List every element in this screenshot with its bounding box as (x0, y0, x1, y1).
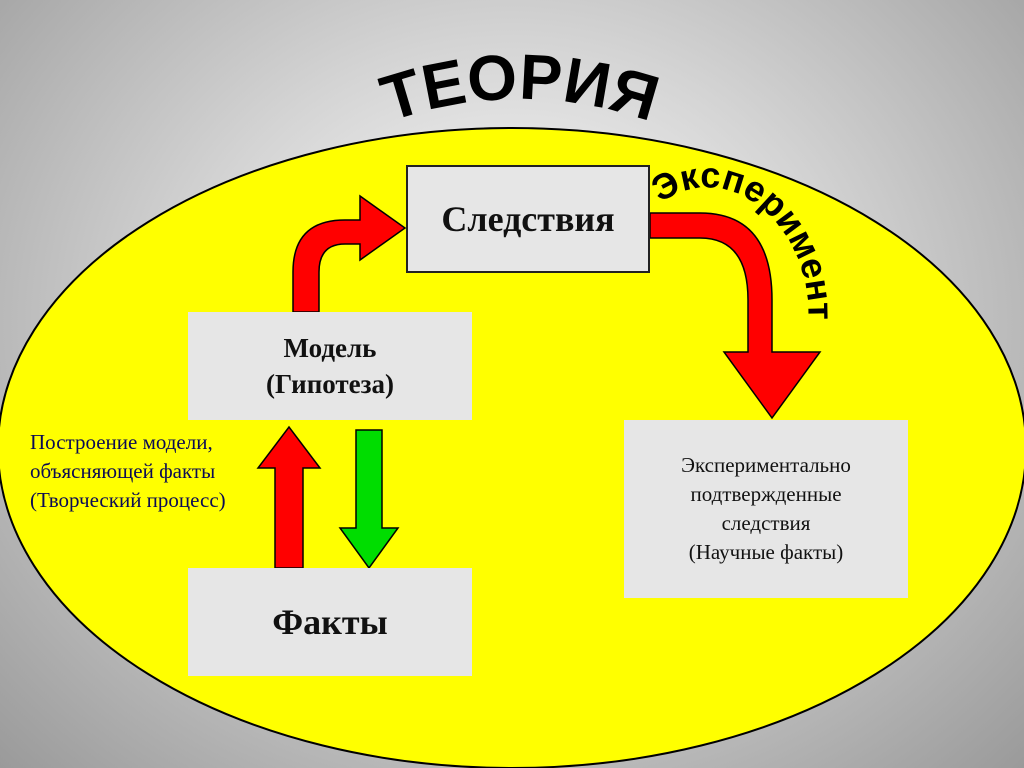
model-box: Модель (Гипотеза) (188, 312, 472, 420)
confirmed-line-2: подтвержденные (690, 482, 842, 506)
model-building-note: Построение модели, объясняющей факты (Тв… (30, 428, 280, 515)
confirmed-line-1: Экспериментально (681, 453, 851, 477)
theory-title: ТЕОРИЯ (373, 40, 667, 134)
arrow-model-to-consequences (292, 194, 407, 313)
note-line-2: объясняющей факты (30, 459, 216, 483)
arrow-facts-to-model (256, 425, 322, 569)
consequences-label: Следствия (441, 199, 615, 239)
note-line-1: Построение модели, (30, 430, 213, 454)
arrow-consequences-to-confirmed (649, 212, 822, 420)
confirmed-line-4: (Научные факты) (688, 540, 844, 564)
note-line-3: (Творческий процесс) (30, 488, 226, 512)
confirmed-line-3: следствия (721, 511, 811, 535)
facts-label: Факты (272, 602, 388, 642)
confirmed-consequences-box: Экспериментально подтвержденные следстви… (624, 420, 908, 598)
hypothesis-label: (Гипотеза) (266, 369, 394, 399)
model-label: Модель (283, 333, 377, 363)
arrow-model-to-facts (338, 429, 400, 570)
facts-box: Факты (188, 568, 472, 676)
consequences-box: Следствия (406, 165, 650, 273)
